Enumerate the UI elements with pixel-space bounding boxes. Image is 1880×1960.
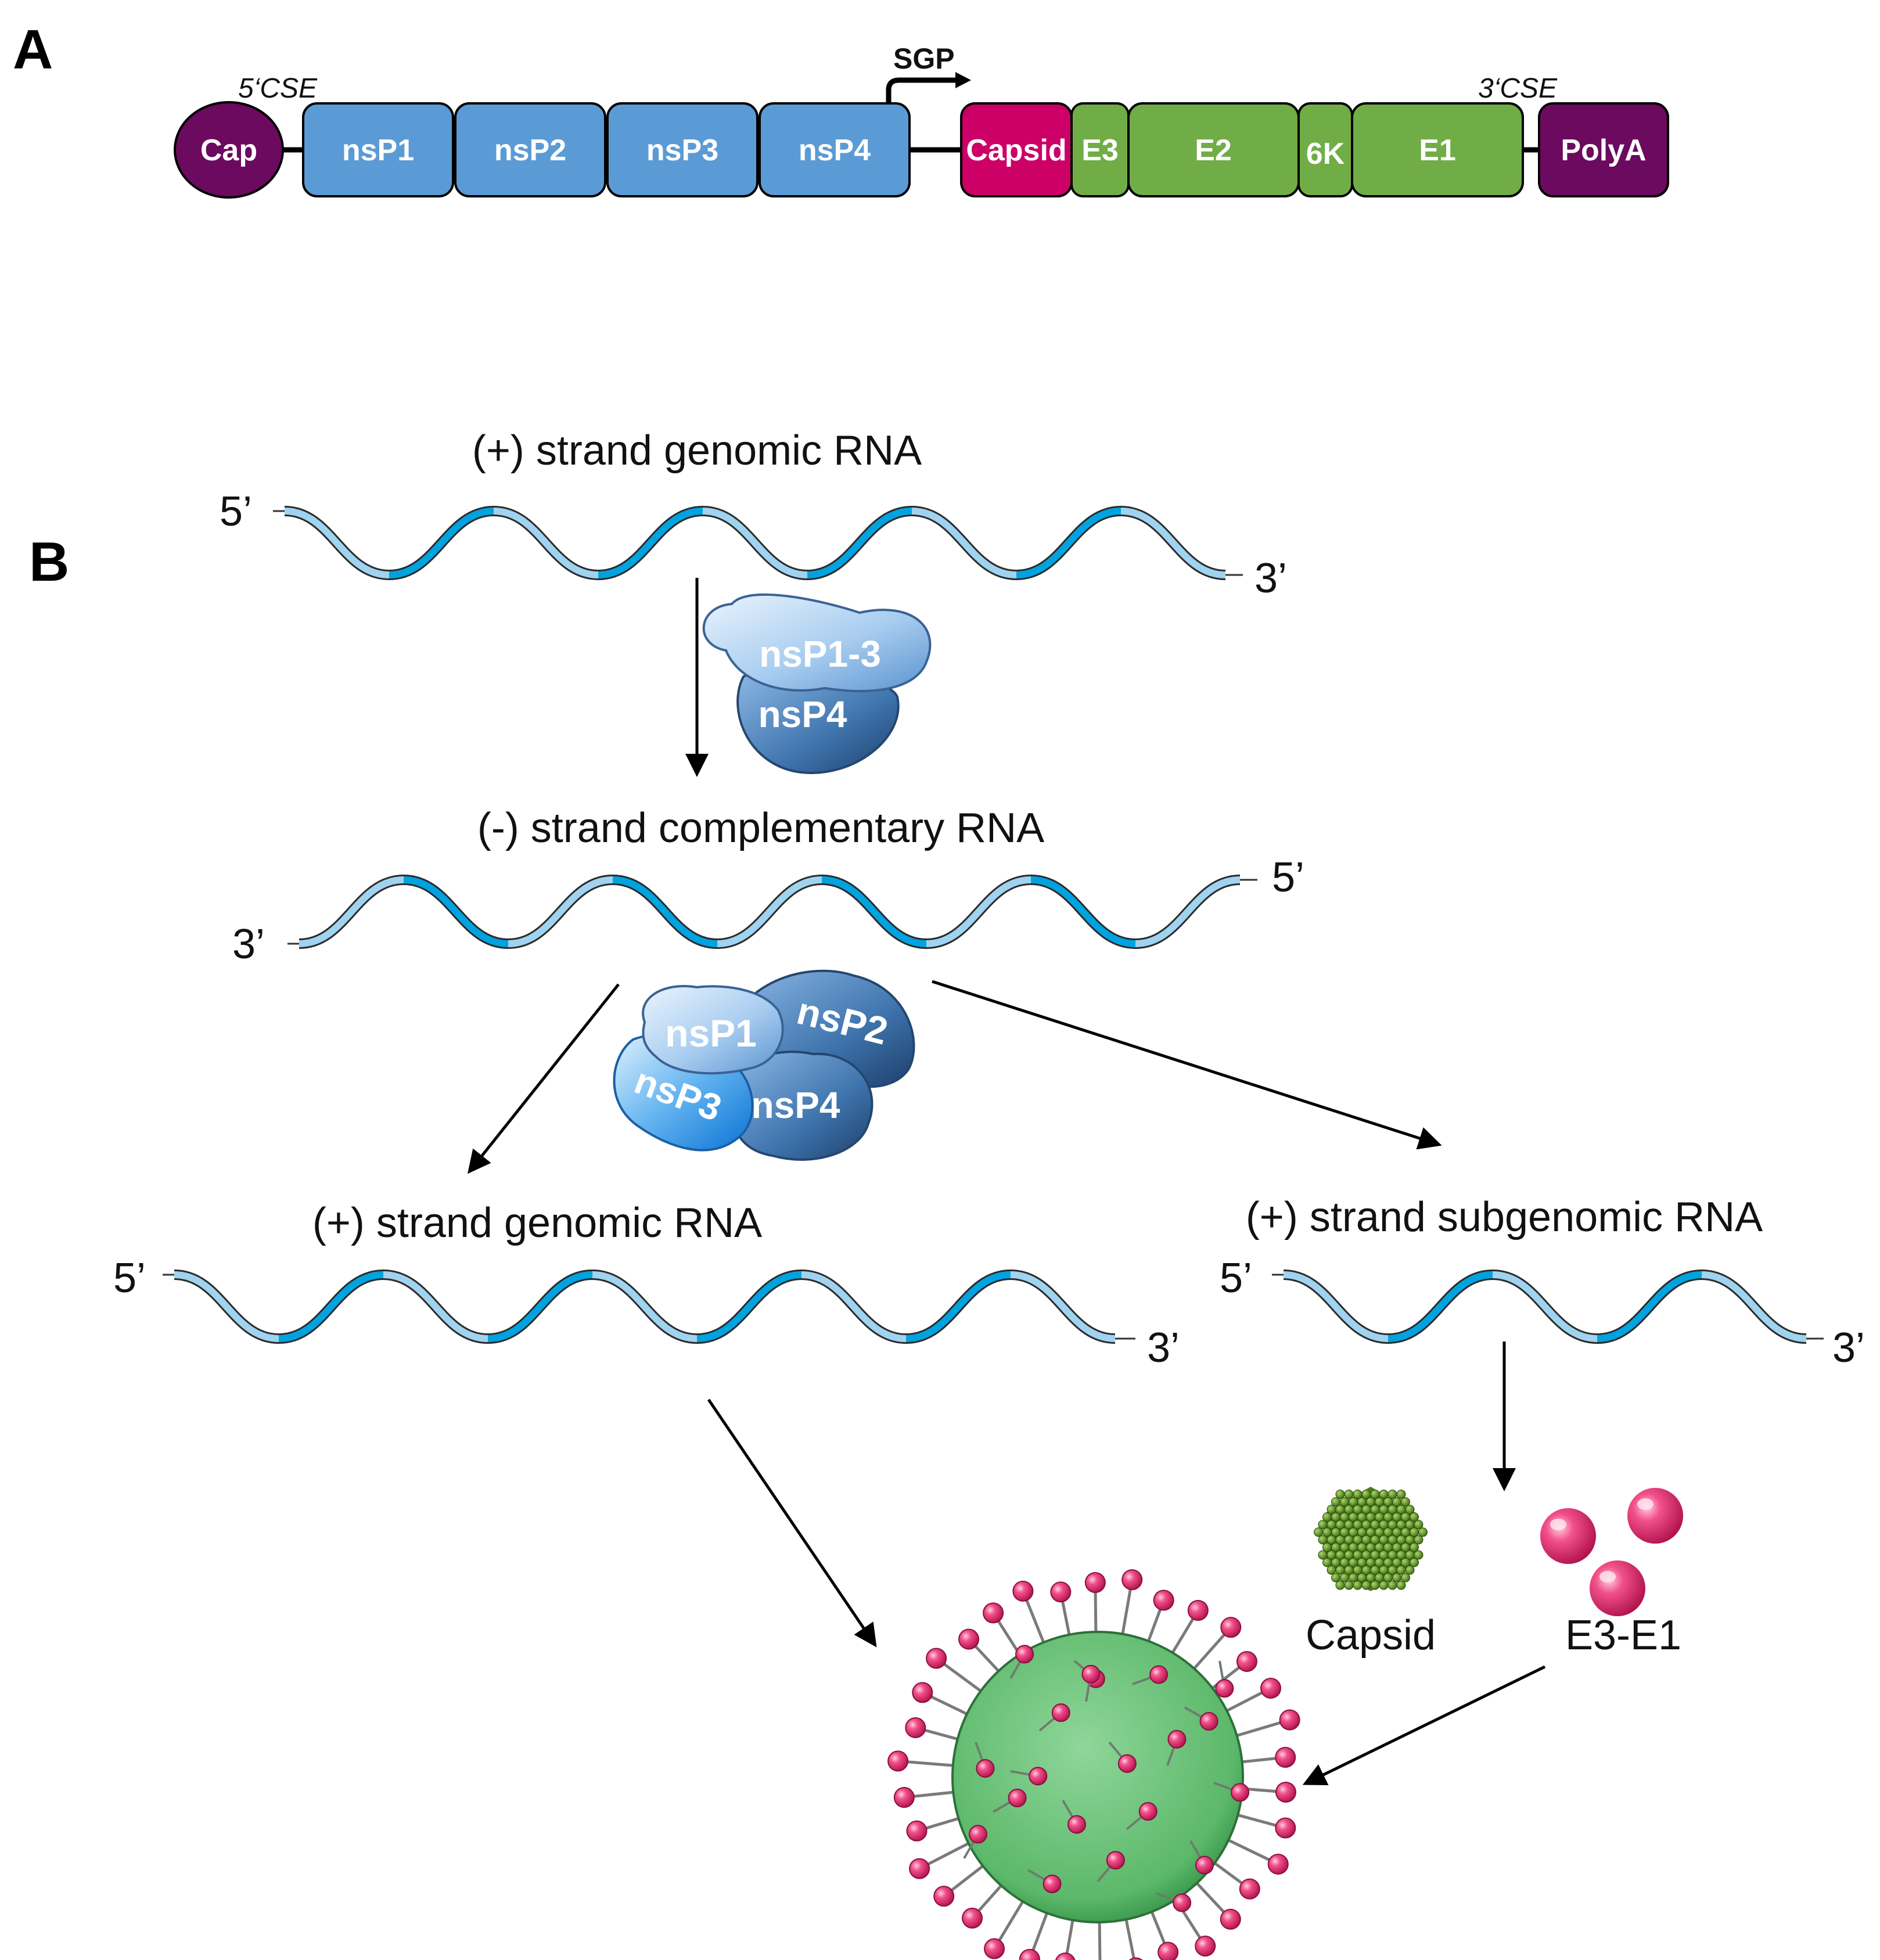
capsid-particle-icon <box>1314 1487 1428 1591</box>
capsid-protein-label: Capsid <box>1306 1612 1436 1659</box>
capsid-seg-label: Capsid <box>966 134 1066 167</box>
e1-label: E1 <box>1419 134 1456 167</box>
e2-segment: E2 <box>1127 102 1300 197</box>
nsp3-segment: nsP3 <box>606 102 759 197</box>
right-strand-title: (+) strand subgenomic RNA <box>1246 1194 1763 1240</box>
polya-segment: PolyA <box>1538 102 1669 197</box>
arrow-neg-to-genomic <box>468 983 620 1174</box>
neg-strand-title: (-) strand complementary RNA <box>477 805 1044 851</box>
e2-label: E2 <box>1195 134 1232 167</box>
left-strand-title: (+) strand genomic RNA <box>312 1200 762 1246</box>
arrow-proteins-to-virion <box>1302 1665 1546 1785</box>
neg-strand-3prime: 3’ <box>232 921 265 968</box>
polya-label: PolyA <box>1561 134 1646 167</box>
complex2-nsp4-label: nsP4 <box>752 1084 840 1126</box>
nsp3-label: nsP3 <box>646 134 718 167</box>
envelope-protein-label: E3-E1 <box>1565 1612 1681 1659</box>
rna-helix-top <box>273 506 1243 580</box>
left-strand-5prime: 5’ <box>113 1255 146 1301</box>
nsp4-segment: nsP4 <box>759 102 911 197</box>
e1-segment: E1 <box>1351 102 1524 197</box>
cse5-label: 5‘CSE <box>238 73 318 104</box>
e3-segment: E3 <box>1070 102 1130 197</box>
6k-label: 6K <box>1306 137 1345 171</box>
rna-helix-negative <box>287 875 1257 949</box>
complex1-bottom-label: nsP4 <box>759 693 847 735</box>
top-strand-5prime: 5’ <box>220 488 252 535</box>
panel-label-a: A <box>13 19 53 81</box>
rna-helix-genomic <box>163 1269 1135 1344</box>
cse3-label: 3‘CSE <box>1478 73 1558 104</box>
envelope-protein-beads-icon <box>1540 1488 1683 1616</box>
complex1-top-label: nsP1-3 <box>759 633 881 675</box>
cap-label: Cap <box>200 134 257 167</box>
replicase-complex-2: nsP1 nsP2 nsP3 nsP4 <box>613 969 915 1161</box>
capsid-segment: Capsid <box>960 102 1073 197</box>
arrow-genomic-to-virion <box>707 1398 877 1648</box>
top-strand-title: (+) strand genomic RNA <box>472 427 922 474</box>
right-strand-3prime: 3’ <box>1832 1325 1865 1371</box>
top-strand-3prime: 3’ <box>1254 555 1287 602</box>
nsp2-segment: nsP2 <box>454 102 606 197</box>
nsp1-label: nsP1 <box>342 134 414 167</box>
nsp4-label: nsP4 <box>799 134 871 167</box>
left-strand-3prime: 3’ <box>1147 1325 1180 1371</box>
neg-strand-5prime: 5’ <box>1272 854 1304 901</box>
panel-label-b: B <box>29 531 69 593</box>
cap-segment: Cap <box>174 101 284 199</box>
nsp1-segment: nsP1 <box>302 102 454 197</box>
rna-helix-subgenomic <box>1272 1269 1824 1344</box>
arrow-neg-to-subgenomic <box>932 980 1442 1150</box>
sgp-label: SGP <box>893 42 955 75</box>
replicase-complex-1: nsP1-3 nsP4 <box>702 593 932 774</box>
genome-map: Cap 5‘CSE 3‘CSE nsP1 nsP2 nsP3 nsP4 SGP <box>174 42 1669 199</box>
right-strand-5prime: 5’ <box>1220 1255 1252 1301</box>
virion-particle-icon <box>887 1569 1300 1960</box>
sgp-promoter-arrow: SGP <box>886 42 971 105</box>
6k-segment: 6K <box>1297 102 1353 197</box>
e3-label: E3 <box>1081 134 1119 167</box>
nsp2-label: nsP2 <box>494 134 566 167</box>
complex2-nsp1-label: nsP1 <box>665 1012 757 1055</box>
